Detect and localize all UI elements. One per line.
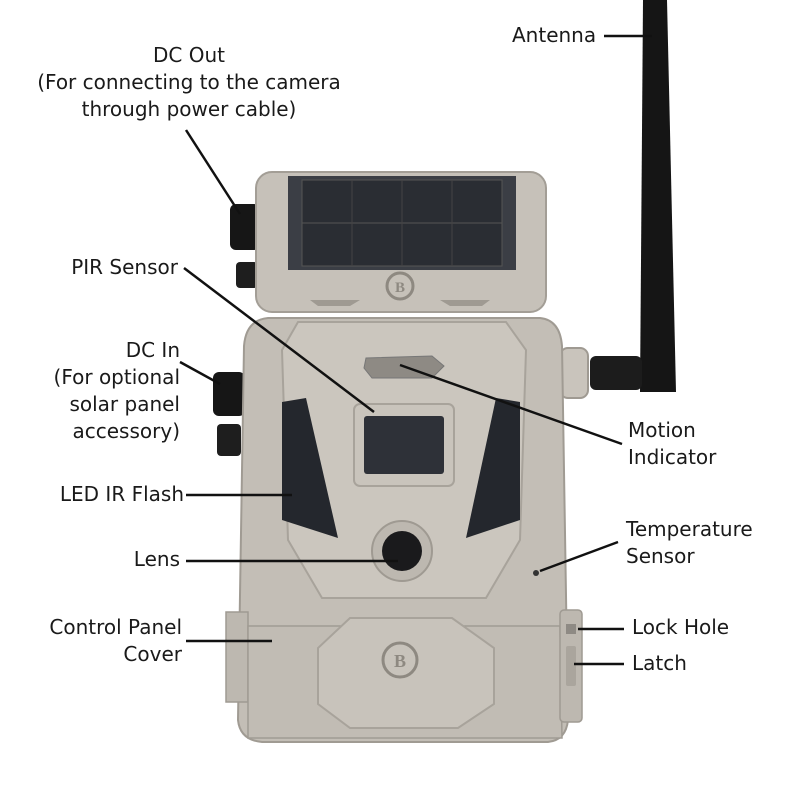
lens-label: Lens <box>133 547 180 571</box>
camera-body: B <box>225 317 583 743</box>
dc-in-port <box>213 372 245 456</box>
dc-out-label: DC Out (For connecting to the camera thr… <box>37 43 341 121</box>
svg-text:B: B <box>395 280 405 296</box>
motion-indicator-leader <box>399 363 623 446</box>
motion-indicator-label: Motion Indicator <box>628 418 717 469</box>
dc-in-leader <box>179 360 221 386</box>
control-panel-cover-label: Control Panel Cover <box>49 615 182 666</box>
led-ir-flash-label: LED IR Flash <box>59 482 184 506</box>
lock-hole-label: Lock Hole <box>632 615 730 639</box>
pir-sensor-label: PIR Sensor <box>71 255 178 279</box>
dc-out-leader <box>184 129 242 215</box>
antenna <box>559 0 676 399</box>
dc-out-port <box>230 204 260 288</box>
solar-unit: B <box>255 171 547 313</box>
latch-label: Latch <box>632 651 687 675</box>
svg-text:B: B <box>394 651 406 671</box>
temperature-sensor-label: Temperature Sensor <box>626 517 753 568</box>
antenna-label: Antenna <box>512 23 597 47</box>
dc-in-label: DC In (For optional solar panel accessor… <box>53 338 180 443</box>
pir-sensor-leader <box>183 267 375 413</box>
temperature-sensor-leader <box>539 540 619 573</box>
